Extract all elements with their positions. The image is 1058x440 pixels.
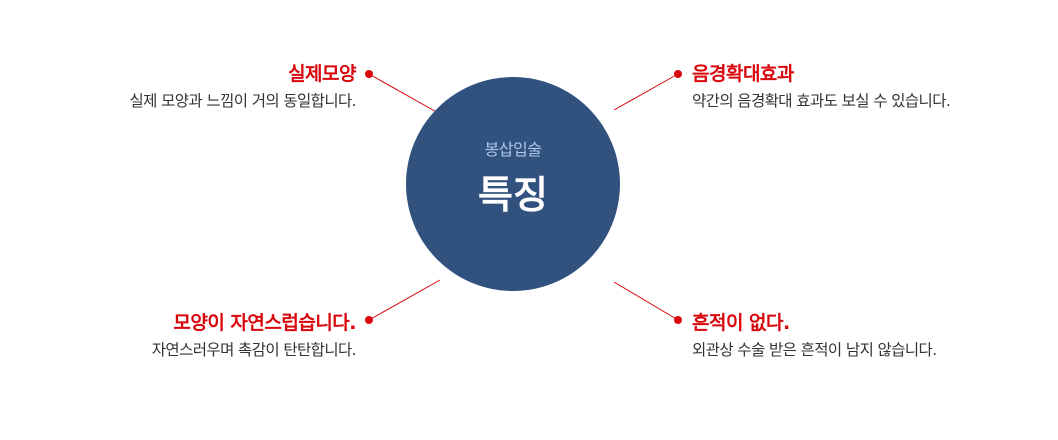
connector-top-left	[368, 73, 441, 115]
feature-top-right: 음경확대효과 약간의 음경확대 효과도 보실 수 있습니다.	[692, 62, 951, 112]
feature-desc: 약간의 음경확대 효과도 보실 수 있습니다.	[692, 92, 951, 110]
connector-bottom-right	[613, 281, 679, 321]
dot-top-right	[674, 70, 682, 78]
feature-title: 흔적이 없다.	[692, 312, 790, 334]
center-subtitle: 봉삽입술	[484, 139, 542, 159]
dot-bottom-right	[674, 316, 682, 324]
feature-top-left: 실제모양 실제 모양과 느낌이 거의 동일합니다.	[129, 62, 356, 112]
connector-bottom-left	[368, 279, 441, 321]
feature-bottom-left: 모양이 자연스럽습니다. 자연스러우며 촉감이 탄탄합니다.	[151, 311, 357, 361]
connector-top-right	[613, 73, 679, 111]
feature-desc: 자연스러우며 촉감이 탄탄합니다.	[151, 341, 357, 359]
center-title: 특징	[478, 172, 548, 217]
feature-title: 실제모양	[288, 63, 356, 85]
feature-desc: 외관상 수술 받은 흔적이 남지 않습니다.	[692, 341, 937, 359]
dot-top-left	[365, 70, 373, 78]
feature-bottom-right: 흔적이 없다. 외관상 수술 받은 흔적이 남지 않습니다.	[692, 311, 937, 361]
dot-bottom-left	[365, 316, 373, 324]
feature-title: 모양이 자연스럽습니다.	[173, 312, 356, 334]
feature-desc: 실제 모양과 느낌이 거의 동일합니다.	[129, 92, 356, 110]
center-circle: 봉삽입술 특징	[406, 77, 620, 291]
feature-title: 음경확대효과	[692, 63, 794, 85]
